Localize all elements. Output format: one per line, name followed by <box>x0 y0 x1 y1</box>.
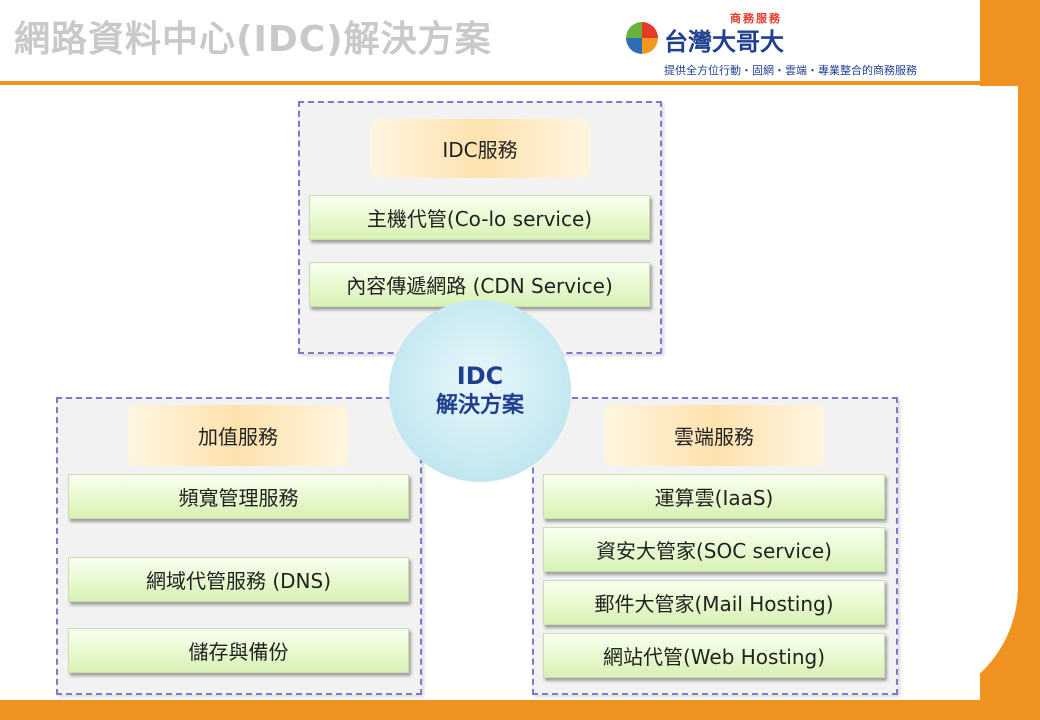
bottom-accent-band <box>0 700 1040 720</box>
cloud-item-web-hosting: 網站代管(Web Hosting) <box>543 633 885 678</box>
idc-item-colo: 主機代管(Co-lo service) <box>309 195 650 240</box>
idc-solution-hub: IDC 解決方案 <box>389 300 571 482</box>
header-divider <box>0 81 985 85</box>
content-area-curve <box>878 86 1018 706</box>
value-added-item-dns: 網域代管服務 (DNS) <box>68 557 409 602</box>
value-added-item-storage-backup: 儲存與備份 <box>68 628 409 673</box>
cloud-item-iaas: 運算雲(IaaS) <box>543 474 885 519</box>
multicolor-sphere-icon <box>626 22 658 54</box>
hub-label-line2: 解決方案 <box>435 393 524 418</box>
logo-name: 台灣大哥大 <box>664 28 784 56</box>
logo-tagline: 提供全方位行動・固網・雲端・專業整合的商務服務 <box>664 64 917 77</box>
cloud-item-mail-hosting: 郵件大管家(Mail Hosting) <box>543 580 885 625</box>
logo-small-label: 商務服務 <box>730 12 782 25</box>
value-added-services-title: 加值服務 <box>128 405 348 466</box>
cloud-item-soc: 資安大管家(SOC service) <box>543 527 885 572</box>
company-logo: 商務服務 台灣大哥大 提供全方位行動・固網・雲端・專業整合的商務服務 <box>626 10 966 80</box>
cloud-services-title: 雲端服務 <box>604 405 824 466</box>
idc-services-title: IDC服務 <box>370 119 590 178</box>
hub-label-line1: IDC <box>456 362 504 390</box>
value-added-item-bandwidth: 頻寬管理服務 <box>68 474 409 519</box>
page-title: 網路資料中心(IDC)解決方案 <box>14 19 492 60</box>
